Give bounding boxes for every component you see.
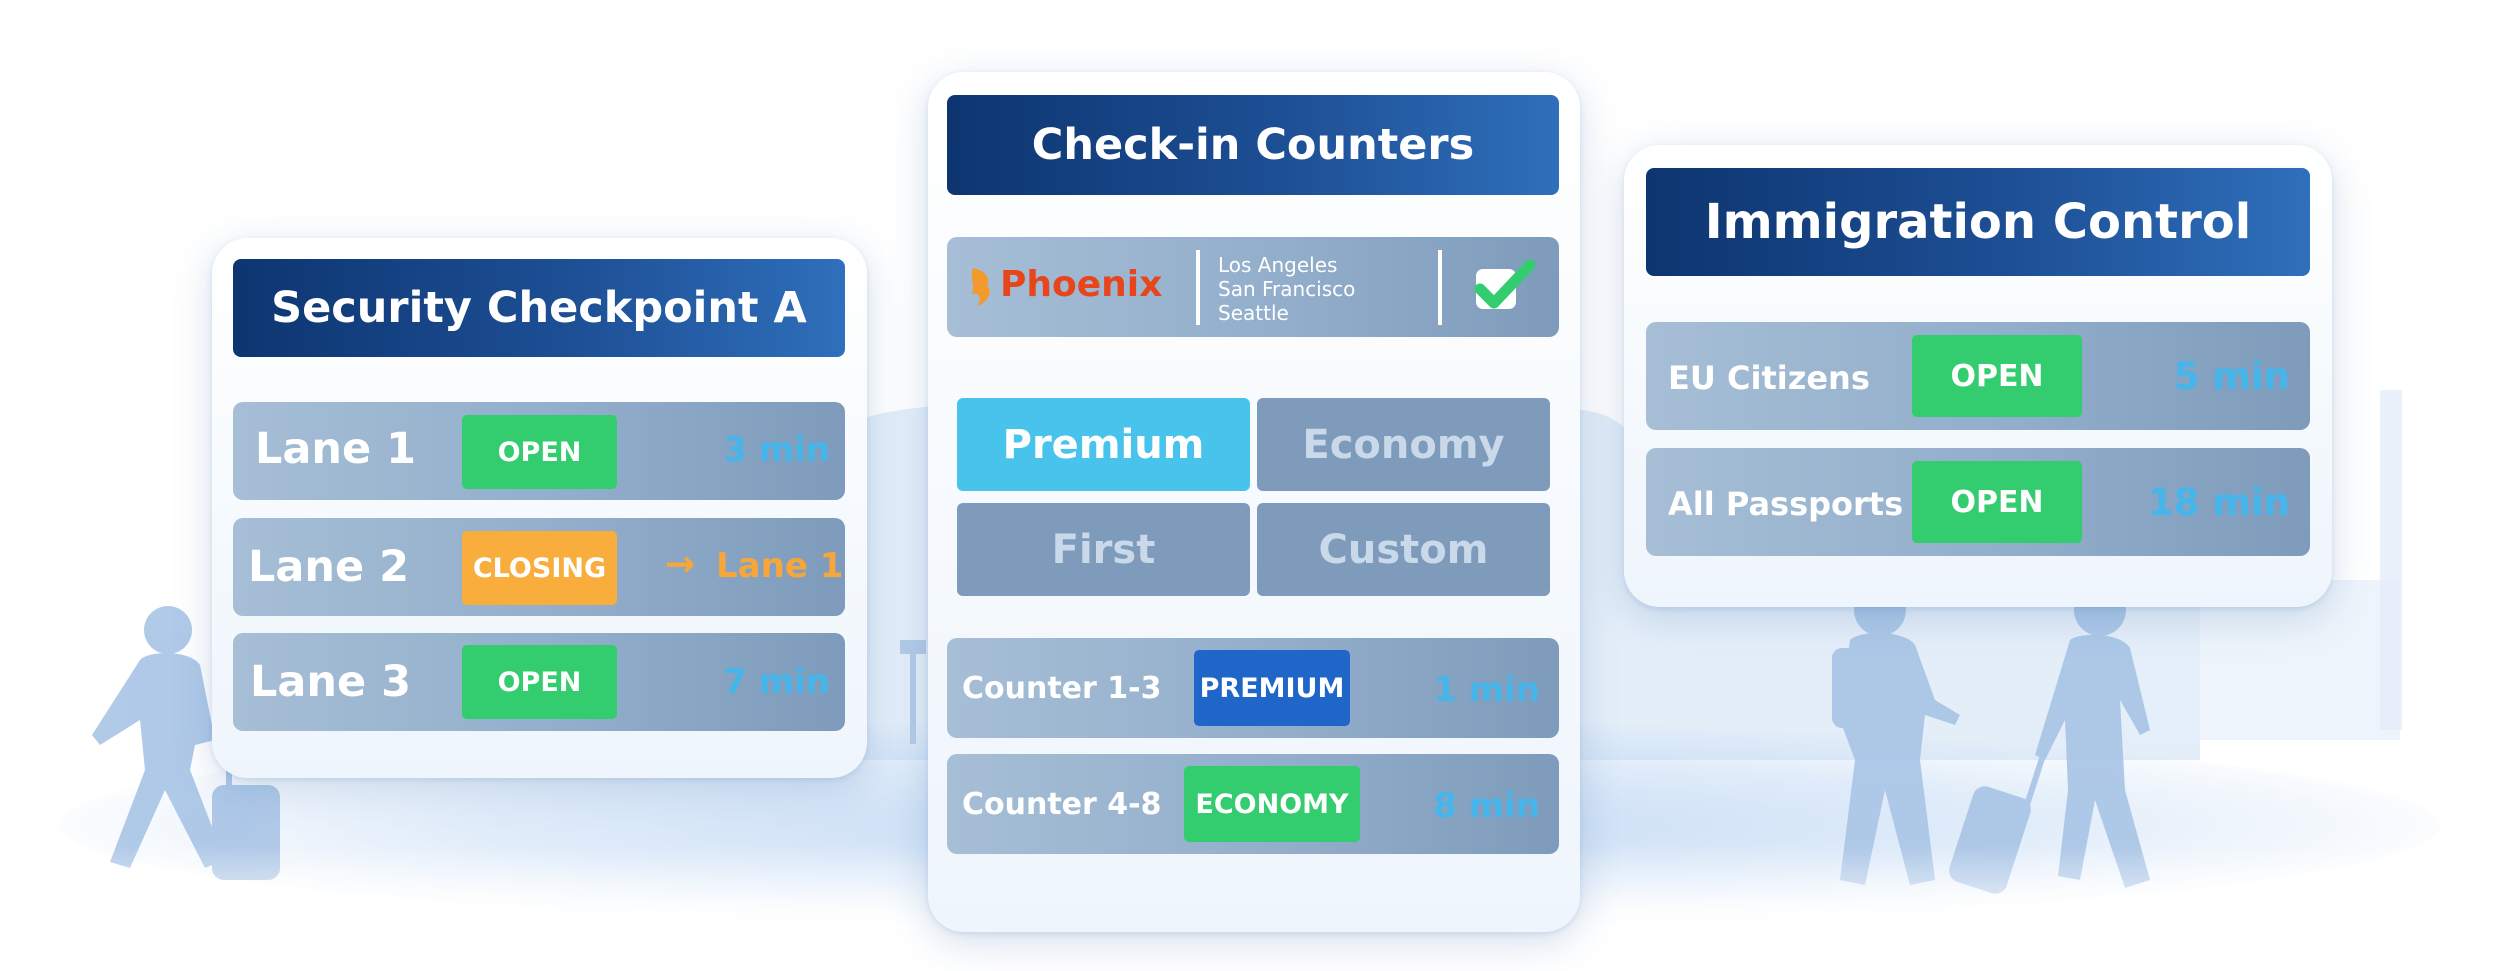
class-tile-custom[interactable]: Custom	[1257, 503, 1550, 596]
status-badge: OPEN	[462, 645, 617, 719]
airline-name: Phoenix	[1000, 264, 1163, 305]
immigration-title: Immigration Control	[1646, 168, 2310, 276]
redirect-lane: Lane 1	[716, 546, 844, 586]
bench-leg	[910, 654, 916, 744]
status-badge: OPEN	[462, 415, 617, 489]
security-checkpoint-title: Security Checkpoint A	[233, 259, 845, 357]
checkbox-checked-icon[interactable]	[1470, 257, 1540, 317]
counter-name: Counter 1-3	[962, 671, 1162, 706]
lane-name: Lane 1	[255, 424, 417, 474]
class-tile-first[interactable]: First	[957, 503, 1250, 596]
destination-item: Los Angeles	[1218, 253, 1338, 277]
queue-name: All Passports	[1668, 485, 1904, 523]
airline-divider	[1196, 250, 1200, 325]
wait-time: 18 min	[2148, 481, 2290, 524]
bench-sign	[900, 640, 926, 654]
airline-divider	[1438, 250, 1442, 325]
lane-name: Lane 2	[248, 542, 410, 592]
destination-item: Seattle	[1218, 301, 1289, 325]
wait-time: 7 min	[723, 662, 830, 702]
destination-item: San Francisco	[1218, 277, 1356, 301]
checkin-title: Check-in Counters	[947, 95, 1559, 195]
counter-name: Counter 4-8	[962, 787, 1162, 822]
status-badge: CLOSING	[462, 531, 617, 605]
status-badge: OPEN	[1912, 461, 2082, 543]
airline-selector[interactable]	[947, 237, 1559, 337]
immigration-title-text: Immigration Control	[1704, 194, 2252, 250]
column-right	[2380, 390, 2402, 730]
class-tile-economy[interactable]: Economy	[1257, 398, 1550, 491]
queue-name: EU Citizens	[1668, 359, 1870, 397]
wait-time: 1 min	[1433, 670, 1540, 710]
class-badge: ECONOMY	[1184, 766, 1360, 842]
traveler-right-silhouette	[1832, 584, 1960, 885]
class-badge: PREMIUM	[1194, 650, 1350, 726]
wait-time: 3 min	[723, 430, 830, 470]
destination-list: Los Angeles San Francisco Seattle	[1218, 253, 1355, 325]
class-tile-premium[interactable]: Premium	[957, 398, 1250, 491]
phoenix-logo-icon	[971, 268, 990, 306]
wait-time: 5 min	[2173, 355, 2290, 398]
status-badge: OPEN	[1912, 335, 2082, 417]
redirect-arrow: →	[665, 544, 696, 585]
security-title-text: Security Checkpoint A	[271, 283, 807, 333]
lane-name: Lane 3	[250, 657, 412, 707]
checkin-title-text: Check-in Counters	[1031, 120, 1475, 170]
wait-time: 8 min	[1433, 786, 1540, 826]
